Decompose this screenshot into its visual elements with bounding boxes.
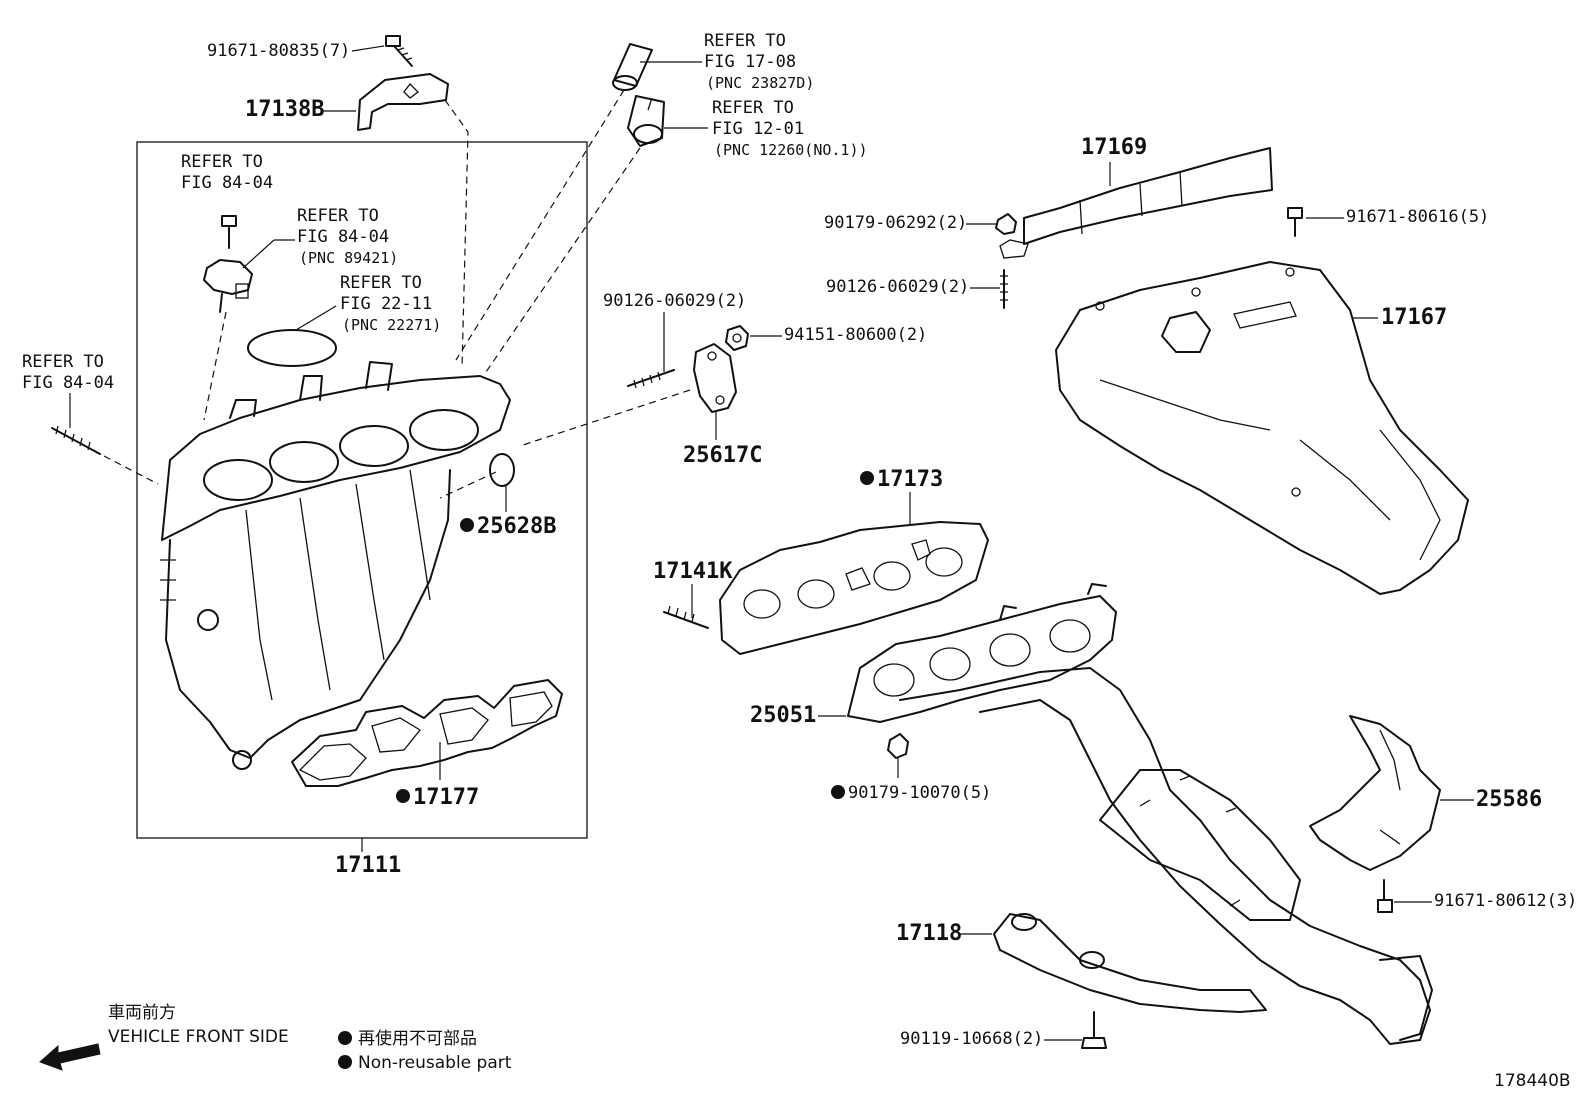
plate-25617C-icon (693, 343, 737, 413)
ref-left2-fig: FIG 84-04 (297, 227, 389, 247)
label-17141K: 17141K (653, 559, 733, 584)
insulator-17167-icon (1055, 261, 1469, 595)
ref-stud-fig: FIG 84-04 (22, 373, 114, 393)
bolt-91671-80616-icon (1287, 207, 1303, 237)
stud-90126-a-icon (627, 369, 675, 389)
legend-nonreuse-en: Non-reusable part (358, 1053, 512, 1073)
label-90126-06029-a: 90126-06029(2) (603, 291, 746, 311)
stud-90126-b-icon (1000, 269, 1008, 309)
bracket-17118-icon (993, 913, 1267, 1013)
gasket-17177-icon (291, 679, 563, 787)
ref-left1-fig: FIG 84-04 (181, 173, 273, 193)
hose-icon (612, 43, 653, 91)
nut-94151-icon (725, 325, 749, 351)
stud-17141K-icon (663, 605, 709, 629)
insulator-25586-icon (1309, 715, 1441, 871)
figure-id: 178440B (1494, 1071, 1571, 1091)
nut-90179-10070-icon (887, 733, 909, 759)
intake-manifold-icon (160, 361, 511, 770)
label-17173: 17173 (877, 467, 943, 492)
stud-left-icon (51, 425, 101, 455)
ref-left1: REFER TO (181, 152, 263, 172)
label-17118: 17118 (896, 921, 962, 946)
ref-oring-fig: FIG 22-11 (340, 294, 432, 314)
union-icon (627, 95, 665, 147)
label-17177: 17177 (413, 785, 479, 810)
bolt-90119-icon (1081, 1011, 1107, 1049)
legend-nonreuse-jp: 再使用不可部品 (358, 1028, 477, 1049)
label-94151-80600: 94151-80600(2) (784, 325, 927, 345)
sensor-icon (203, 259, 253, 313)
ref-top2-pnc: (PNC 12260(NO.1)) (714, 141, 868, 159)
insulator-17169-icon (999, 147, 1273, 259)
ref-oring-pnc: (PNC 22271) (342, 316, 441, 334)
legend-front-jp: 車両前方 (108, 1003, 176, 1023)
label-90119-10668: 90119-10668(2) (900, 1029, 1043, 1049)
ref-top1-fig: FIG 17-08 (704, 52, 796, 72)
nut-90179-06292-icon (995, 213, 1017, 235)
front-arrow-icon (39, 1043, 101, 1071)
label-25628B: 25628B (477, 514, 556, 539)
ref-stud: REFER TO (22, 352, 104, 372)
label-91671-80616: 91671-80616(5) (1346, 207, 1489, 227)
label-90179-06292: 90179-06292(2) (824, 213, 967, 233)
ref-top2-fig: FIG 12-01 (712, 119, 804, 139)
label-25051: 25051 (750, 703, 816, 728)
label-25617C: 25617C (683, 443, 762, 468)
sensor-bolt-icon (221, 215, 237, 249)
gasket-17173-icon (719, 521, 989, 655)
label-91671-80835: 91671-80835(7) (207, 41, 350, 61)
oring-icon (247, 329, 337, 367)
label-90126-06029-b: 90126-06029(2) (826, 277, 969, 297)
label-17138B: 17138B (245, 97, 324, 122)
label-91671-80612: 91671-80612(3) (1434, 891, 1577, 911)
ref-oring: REFER TO (340, 273, 422, 293)
exhaust-manifold-icon (847, 583, 1433, 1045)
ref-top1: REFER TO (704, 31, 786, 51)
bracket-17138B-icon (357, 73, 449, 131)
bolt-91671-80612-icon (1377, 879, 1393, 913)
label-17167: 17167 (1381, 305, 1447, 330)
ref-left2-pnc: (PNC 89421) (299, 249, 398, 267)
ref-left2: REFER TO (297, 206, 379, 226)
label-90179-10070: 90179-10070(5) (848, 783, 991, 803)
label-25586: 25586 (1476, 787, 1542, 812)
label-17111: 17111 (335, 853, 401, 878)
bolt-91671-80835-icon (385, 35, 413, 67)
legend-front-en: VEHICLE FRONT SIDE (108, 1027, 289, 1047)
oring-25628B-icon (489, 453, 515, 487)
ref-top2: REFER TO (712, 98, 794, 118)
ref-top1-pnc: (PNC 23827D) (706, 74, 814, 92)
label-17169: 17169 (1081, 135, 1147, 160)
